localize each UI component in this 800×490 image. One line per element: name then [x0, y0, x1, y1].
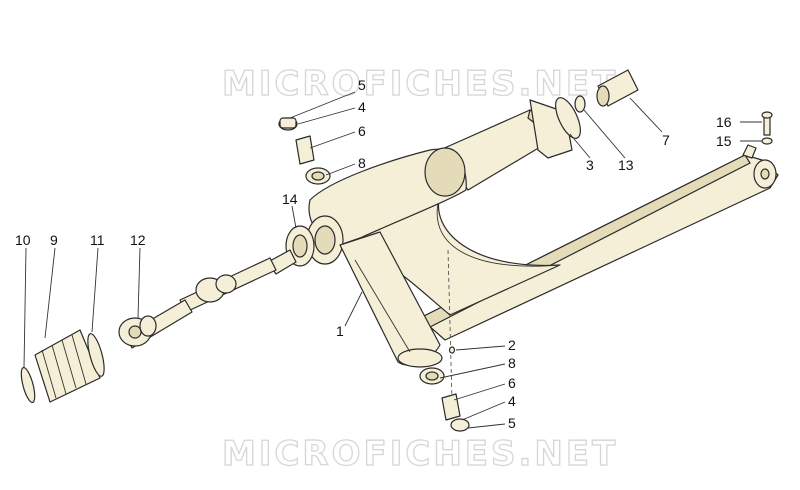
callout-12: 12: [130, 232, 146, 248]
gasket-3-and-ring-13: [555, 95, 586, 139]
bolt-16-washer-15: [761, 111, 773, 145]
clamp-10: [20, 366, 36, 404]
watermark-top: MICROFICHES.NET: [222, 64, 618, 104]
callout-8-top: 8: [358, 155, 366, 171]
callout-9: 9: [50, 232, 58, 248]
callout-6-bottom: 6: [508, 375, 516, 391]
lower-pivot-parts: [419, 346, 470, 432]
callout-16: 16: [716, 114, 732, 130]
callout-11: 11: [90, 232, 105, 248]
callout-13: 13: [618, 157, 634, 173]
callout-1: 1: [336, 323, 344, 339]
callout-4-top: 4: [358, 99, 366, 115]
driveshaft-12: [118, 249, 297, 349]
callout-14: 14: [282, 191, 298, 207]
watermark-bottom: MICROFICHES.NET: [222, 434, 618, 474]
rubber-boot-9: [34, 329, 101, 403]
leader-lines: [23, 91, 762, 429]
callout-15: 15: [716, 133, 732, 149]
callout-2: 2: [508, 337, 516, 353]
callout-5-bottom: 5: [508, 415, 516, 431]
callout-6-top: 6: [358, 123, 366, 139]
clamp-11: [87, 333, 105, 377]
callout-3: 3: [586, 157, 594, 173]
callout-4-bottom: 4: [508, 393, 516, 409]
callout-5-top: 5: [358, 77, 366, 93]
callout-8-bottom: 8: [508, 355, 516, 371]
callout-10: 10: [15, 232, 31, 248]
callout-7: 7: [662, 132, 670, 148]
bushing-7: [596, 69, 639, 107]
upper-pivot-parts: [278, 117, 331, 185]
swingarm-body: [306, 99, 779, 368]
